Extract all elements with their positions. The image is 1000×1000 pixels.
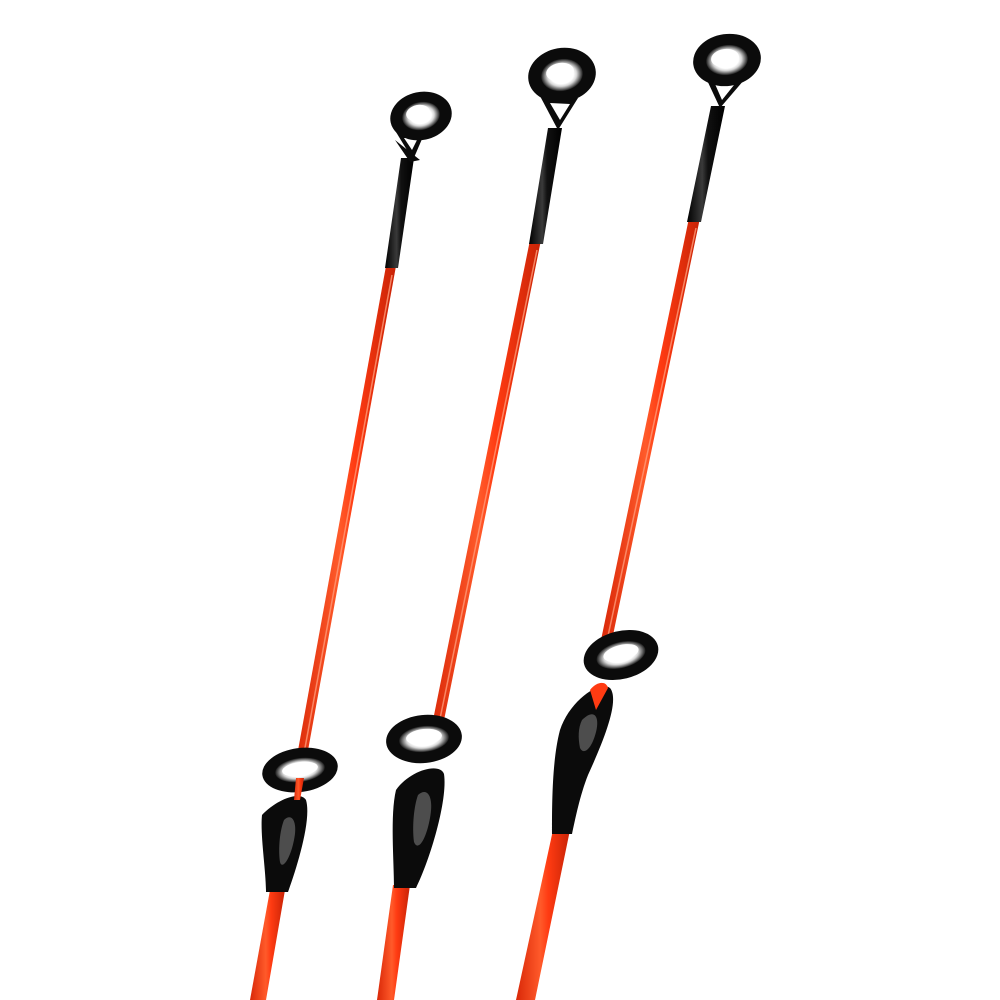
right-rod-lower-guide xyxy=(552,629,659,834)
right-rod-blank-lower xyxy=(516,830,570,1000)
middle-rod-tip-guide xyxy=(528,47,596,130)
left-rod-tip xyxy=(250,91,452,1000)
middle-rod-lower-guide xyxy=(386,714,462,888)
left-rod-blank-lower xyxy=(250,890,285,1000)
left-rod-tip-wrap xyxy=(385,158,414,268)
middle-rod-tip-wrap xyxy=(529,128,562,244)
left-rod-tip-guide xyxy=(390,91,452,162)
right-rod-tip-wrap xyxy=(687,106,725,222)
right-rod-tip-guide xyxy=(693,33,761,108)
right-rod-tip xyxy=(516,33,761,1000)
left-rod-blank xyxy=(293,266,396,778)
middle-rod-tip xyxy=(377,47,596,1000)
left-rod-lower-guide xyxy=(261,747,338,892)
middle-rod-blank-lower xyxy=(377,885,410,1000)
